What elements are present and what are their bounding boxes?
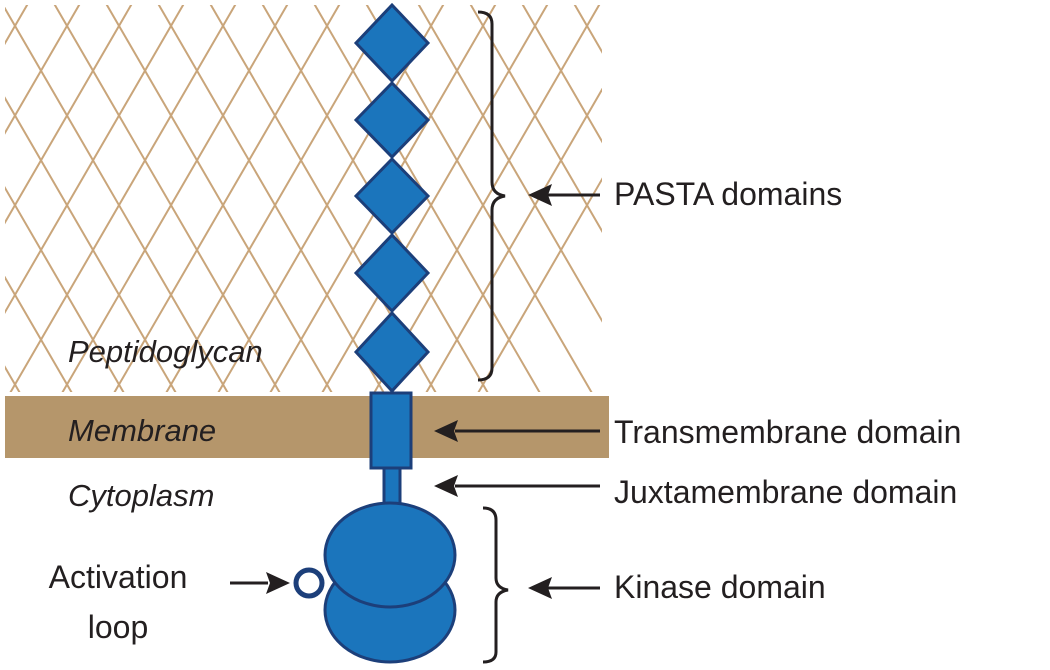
pasta-domain-1 [353, 2, 431, 84]
pasta-domain-5 [353, 310, 431, 394]
mesh-line [53, 5, 281, 392]
kinase-n-lobe [323, 501, 457, 609]
cytoplasm-label: Cytoplasm [68, 478, 214, 513]
mesh-line [521, 5, 602, 144]
mesh-line [5, 5, 133, 225]
pasta-domains [353, 2, 431, 394]
mesh-line [5, 275, 73, 392]
mesh-line [469, 5, 602, 234]
kinase-bracket [482, 506, 509, 664]
activation-loop-label-line1: Activation [49, 559, 188, 595]
peptidoglycan-label: Peptidoglycan [68, 334, 263, 369]
mesh-line [5, 185, 125, 392]
mesh-line [157, 5, 385, 392]
transmembrane-domain [369, 391, 413, 470]
mesh-line [105, 5, 333, 392]
mesh-line [5, 5, 185, 315]
mesh-line [425, 87, 602, 392]
activation-loop-label-line2: loop [88, 609, 149, 645]
kinase-domain-label: Kinase domain [614, 569, 826, 605]
arrows [230, 184, 600, 599]
mesh-line [5, 5, 81, 135]
mesh-line [5, 5, 29, 46]
mesh-line [5, 96, 177, 392]
transmembrane-arrowhead [434, 420, 458, 442]
pasta-domain-3 [353, 156, 431, 236]
mesh-line [113, 5, 341, 392]
membrane-band [5, 396, 609, 458]
pasta-domain-4 [353, 232, 431, 314]
transmembrane-domain-label: Transmembrane domain [614, 414, 961, 450]
kinase-arrowhead [528, 577, 552, 599]
mesh-line [321, 5, 549, 392]
juxtamembrane-domain-label: Juxtamembrane domain [614, 474, 957, 510]
mesh-line [61, 5, 289, 392]
mesh-line [313, 5, 541, 392]
activation-loop [293, 567, 325, 599]
mesh-line [165, 5, 393, 392]
mesh-line [5, 6, 229, 392]
activation-loop-arrowhead [266, 572, 290, 594]
pasta-domains-label: PASTA domains [614, 176, 842, 212]
mesh-line [417, 5, 602, 323]
kinase-domain [323, 501, 457, 664]
mesh-line [9, 5, 237, 392]
pasta-bracket [477, 10, 506, 382]
juxtamembrane-arrowhead [434, 475, 458, 497]
pasta-arrowhead [528, 184, 552, 206]
membrane-label: Membrane [68, 413, 216, 448]
mesh-line [477, 177, 602, 392]
